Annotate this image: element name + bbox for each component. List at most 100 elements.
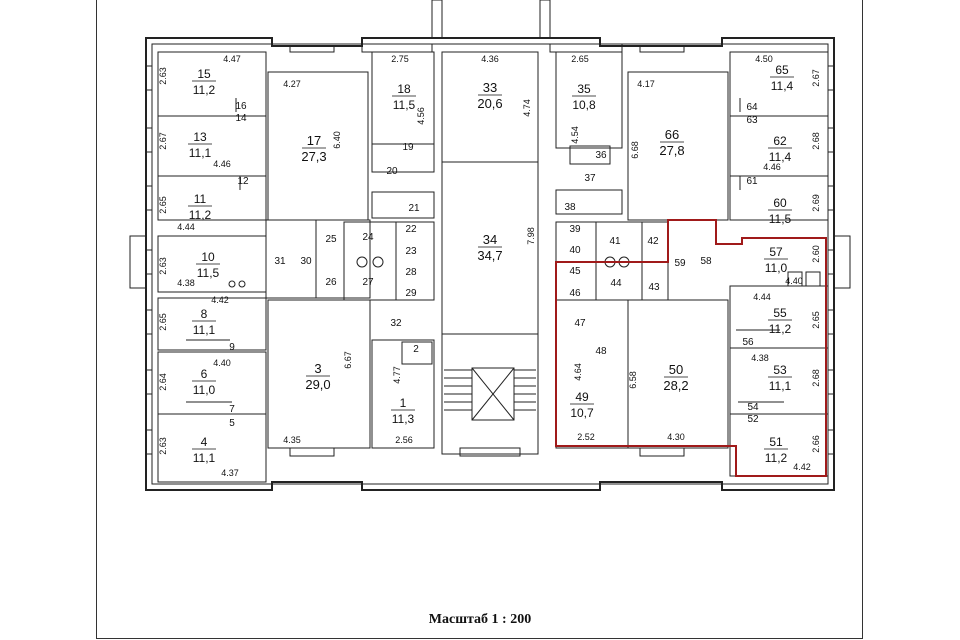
- room-57-number: 57: [769, 245, 783, 259]
- label-59: 59: [674, 258, 686, 269]
- room-65-area: 11,4: [771, 79, 794, 93]
- dimension-d21: 2.69: [811, 194, 821, 212]
- plan-labels: 1511,21311,11111,21011,5811,1611,0411,11…: [158, 54, 821, 478]
- label-61: 61: [746, 176, 758, 187]
- label-28: 28: [405, 267, 417, 278]
- page-frame: [96, 0, 863, 639]
- label-47: 47: [574, 318, 586, 329]
- label-20: 20: [386, 166, 398, 177]
- room-49-area: 10,7: [570, 406, 594, 420]
- room-3-number: 3: [314, 361, 321, 376]
- door-ticks: [186, 98, 784, 403]
- dimension-d34: 4.77: [392, 366, 402, 384]
- label-64: 64: [746, 102, 758, 113]
- dimension-d26: 4.40: [785, 276, 803, 286]
- label-43: 43: [648, 282, 660, 293]
- room-17-area: 27,3: [301, 149, 326, 164]
- label-21: 21: [408, 203, 420, 214]
- label-48: 48: [595, 346, 607, 357]
- room-65-number: 65: [775, 63, 789, 77]
- label-40: 40: [569, 245, 581, 256]
- dimension-d42: 2.52: [577, 432, 595, 442]
- dimension-d40: 4.35: [283, 435, 301, 445]
- dimension-d38: 2.68: [811, 369, 821, 387]
- label-52: 52: [747, 414, 759, 425]
- dimension-d32: 4.40: [213, 358, 231, 368]
- dimension-d23: 2.63: [158, 257, 168, 275]
- room-4-number: 4: [201, 435, 208, 449]
- dimension-d16: 6.68: [630, 141, 640, 159]
- fixtures: [228, 256, 821, 288]
- room-34-number: 34: [483, 232, 497, 247]
- room-15-area: 11,2: [193, 83, 216, 97]
- dimension-d12: 2.67: [158, 132, 168, 150]
- label-42: 42: [647, 236, 659, 247]
- room-13-number: 13: [193, 130, 207, 144]
- dimension-d19: 2.65: [158, 196, 168, 214]
- room-35-number: 35: [577, 82, 591, 96]
- room-1-number: 1: [400, 396, 407, 410]
- dimension-d11: 4.74: [522, 99, 532, 117]
- dimension-d27: 4.42: [211, 295, 229, 305]
- room-1-area: 11,3: [392, 412, 415, 426]
- room-62-number: 62: [773, 134, 787, 148]
- dimension-d1: 4.47: [223, 54, 241, 64]
- label-27: 27: [362, 277, 374, 288]
- room-57-area: 11,0: [765, 261, 788, 275]
- dimension-d3: 4.27: [283, 79, 301, 89]
- dimension-d14: 4.46: [213, 159, 231, 169]
- dimension-d29: 2.65: [158, 313, 168, 331]
- label-38: 38: [564, 202, 576, 213]
- scale-caption: Масштаб 1 : 200: [428, 612, 532, 627]
- walls: [129, 0, 851, 491]
- room-11-number: 11: [194, 192, 207, 206]
- label-2: 2: [413, 344, 419, 355]
- dimension-d4: 2.75: [391, 54, 409, 64]
- room-18-number: 18: [397, 82, 411, 96]
- room-11-area: 11,2: [189, 208, 212, 222]
- dimension-d9: 4.17: [637, 79, 655, 89]
- dimension-d37: 2.64: [158, 373, 168, 391]
- room-55-area: 11,2: [769, 322, 792, 336]
- label-23: 23: [405, 246, 417, 257]
- room-50-area: 28,2: [663, 378, 688, 393]
- windows: [145, 45, 835, 457]
- label-7: 7: [229, 404, 235, 415]
- dimension-d2: 2.63: [158, 67, 168, 85]
- label-29: 29: [405, 288, 417, 299]
- room-10-number: 10: [201, 250, 215, 264]
- dimension-d44: 2.66: [811, 435, 821, 453]
- dimension-d41: 2.56: [395, 435, 413, 445]
- dimension-d35: 4.64: [573, 363, 583, 381]
- dimension-d24: 4.38: [177, 278, 195, 288]
- room-3-area: 29,0: [305, 377, 330, 392]
- room-55-number: 55: [773, 306, 787, 320]
- label-37: 37: [584, 173, 596, 184]
- room-10-area: 11,5: [197, 266, 220, 280]
- label-14: 14: [235, 113, 247, 124]
- dimension-d39: 2.63: [158, 437, 168, 455]
- label-44: 44: [610, 278, 622, 289]
- label-54: 54: [747, 402, 759, 413]
- room-18-area: 11,5: [393, 98, 416, 112]
- label-12: 12: [237, 176, 249, 187]
- stairs: [444, 369, 536, 411]
- room-66-number: 66: [665, 127, 679, 142]
- room-33-number: 33: [483, 80, 497, 95]
- room-35-area: 10,8: [572, 98, 596, 112]
- dimension-d22: 7.98: [526, 227, 536, 245]
- room-51-number: 51: [769, 435, 783, 449]
- highlighted-apartment-outline: [555, 219, 827, 477]
- dimension-d25: 2.60: [811, 245, 821, 263]
- room-15-number: 15: [197, 67, 211, 81]
- room-53-number: 53: [773, 363, 787, 377]
- label-45: 45: [569, 266, 581, 277]
- dimension-d43: 4.30: [667, 432, 685, 442]
- room-33-area: 20,6: [477, 96, 502, 111]
- dimension-d33: 4.38: [751, 353, 769, 363]
- room-50-number: 50: [669, 362, 683, 377]
- dimension-d30: 2.65: [811, 311, 821, 329]
- label-63: 63: [746, 115, 758, 126]
- room-8-number: 8: [201, 307, 208, 321]
- room-6-number: 6: [201, 367, 208, 381]
